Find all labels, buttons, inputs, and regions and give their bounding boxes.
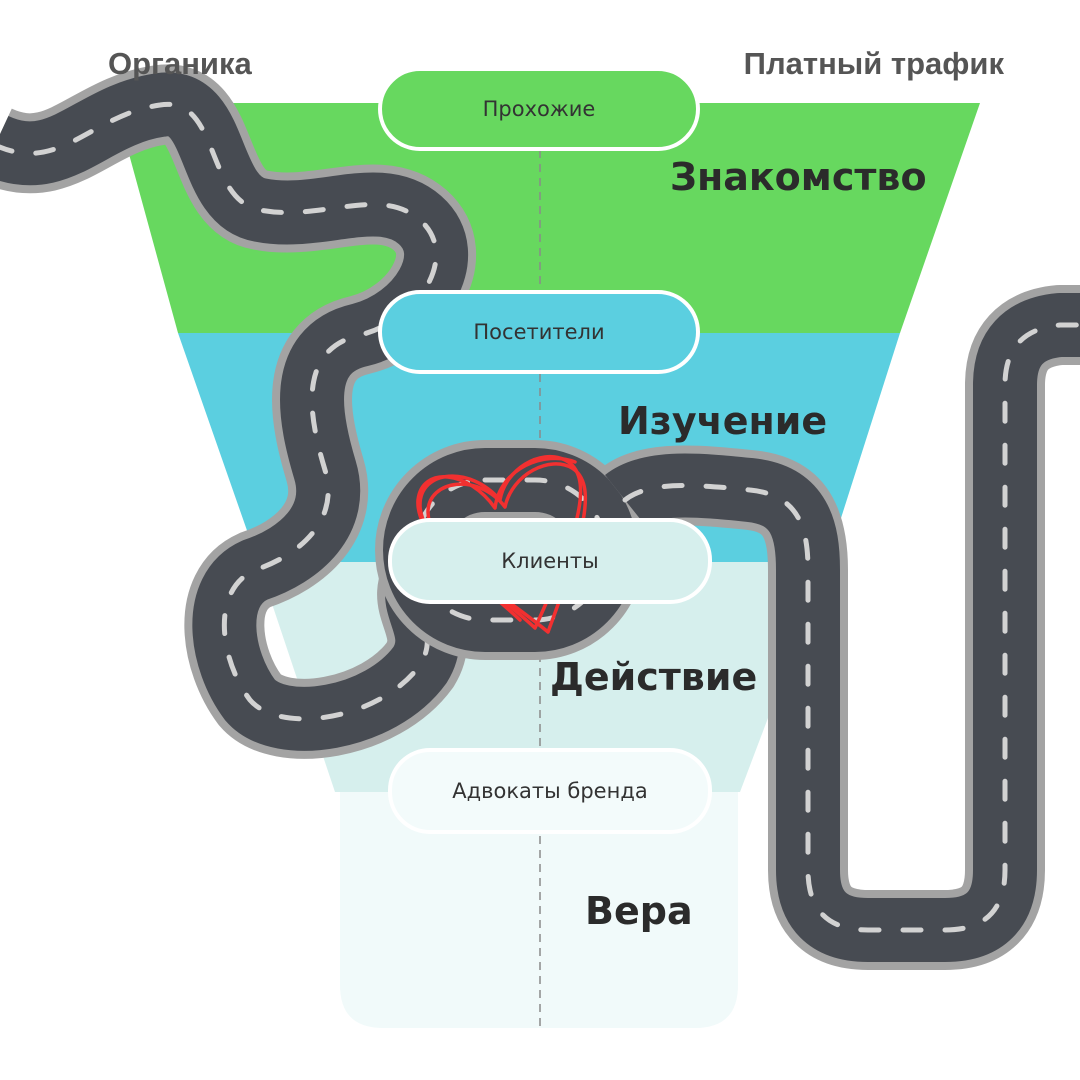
stage-pill-clients: Клиенты <box>388 518 712 604</box>
paid-traffic-label: Платный трафик <box>744 42 1004 86</box>
stage-pill-brand-advocates: Адвокаты бренда <box>388 748 712 834</box>
stage-title-consideration: Изучение <box>618 402 827 440</box>
stage-title-awareness: Знакомство <box>670 158 927 196</box>
stage-pill-passersby: Прохожие <box>378 67 700 151</box>
stage-title-action: Действие <box>550 658 757 696</box>
stage-title-belief: Вера <box>585 892 693 930</box>
organic-traffic-label: Органика <box>108 42 252 86</box>
stage-pill-visitors: Посетители <box>378 290 700 374</box>
